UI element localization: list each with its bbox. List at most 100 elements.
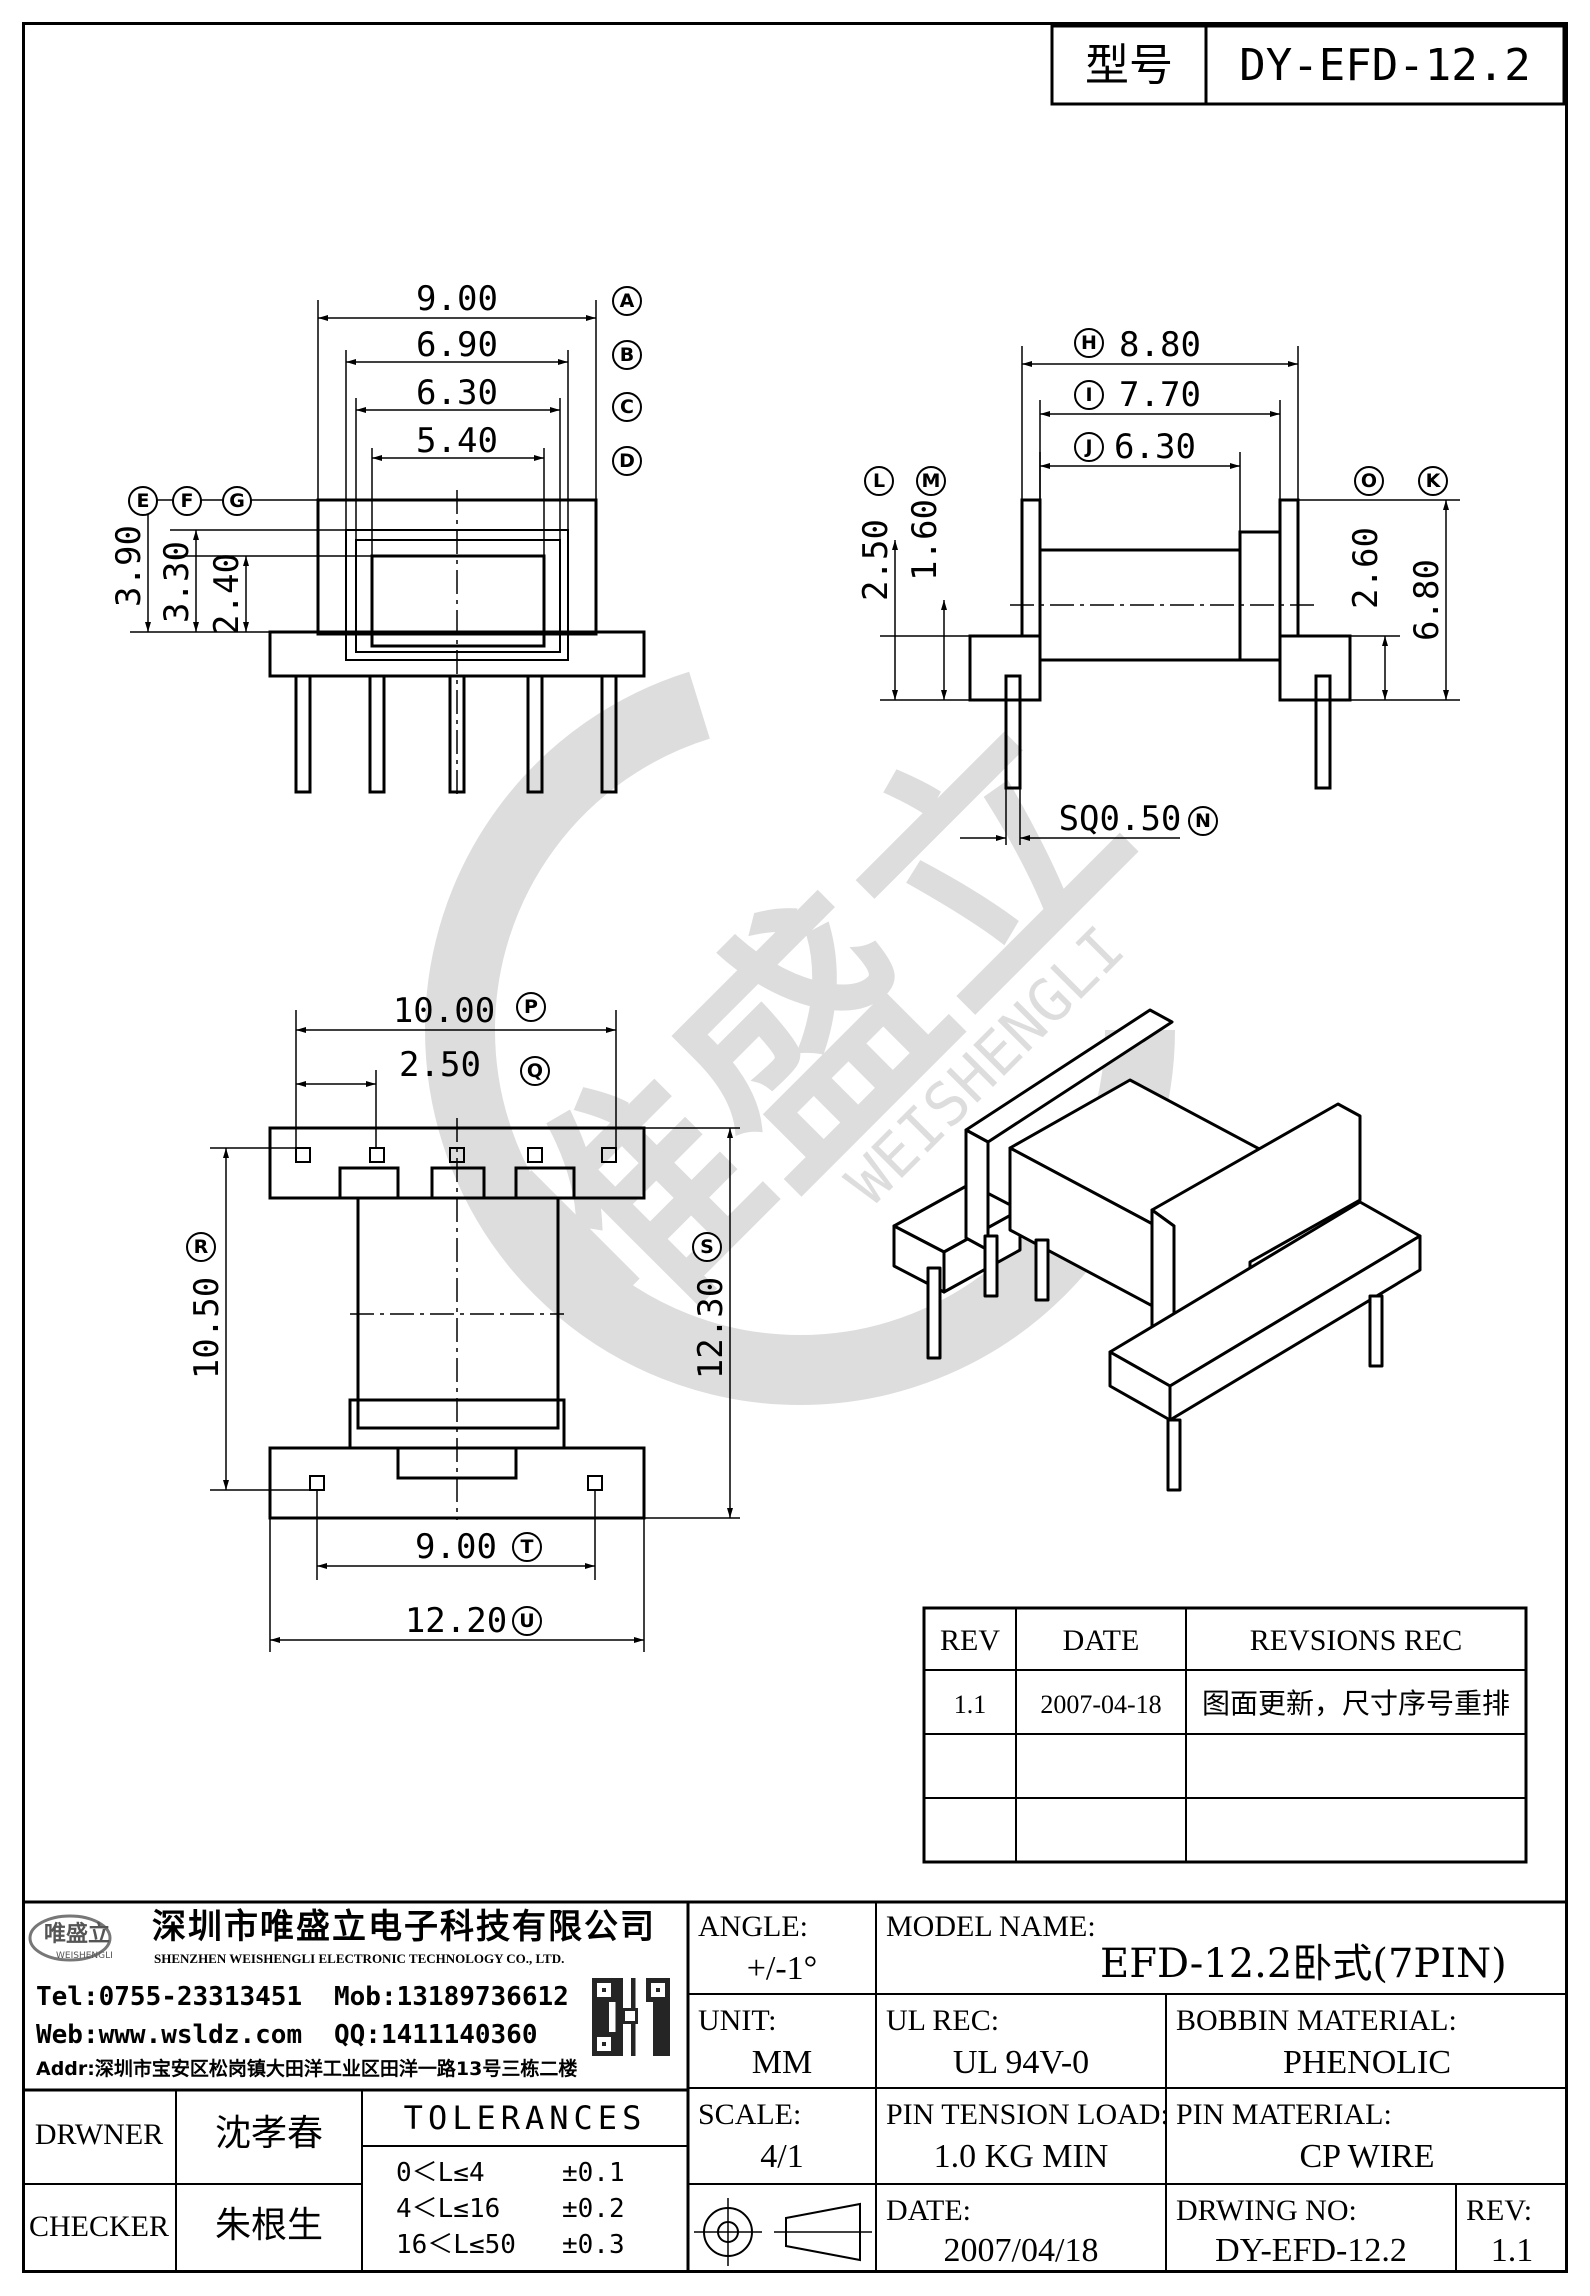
pin-tension-label: PIN TENSION LOAD: <box>886 2098 1169 2131</box>
rev-row1-rec: 图面更新，尺寸序号重排 <box>1201 1687 1510 1720</box>
ul-rec-value: UL 94V-0 <box>952 2044 1090 2081</box>
model-box: 型号 DY-EFD-12.2 <box>1050 24 1566 106</box>
dim-I-value: 7.70 <box>1119 375 1201 415</box>
rev-header-date: DATE <box>1062 1624 1140 1657</box>
company-name-cn: 深圳市唯盛立电子科技有限公司 <box>152 1907 656 1947</box>
tolerances-title: TOLERANCES <box>403 2099 647 2137</box>
drawing-frame <box>22 22 1568 2273</box>
scale-label: SCALE: <box>698 2098 802 2131</box>
bubble-G: G <box>222 486 252 516</box>
dim-R-value: 10.50 <box>187 1277 227 1379</box>
rev-label: REV: <box>1466 2194 1533 2227</box>
bubble-B: B <box>612 340 642 370</box>
bubble-J: J <box>1074 432 1104 462</box>
tol-row3-value: ±0.3 <box>562 2230 625 2260</box>
bubble-C: C <box>612 392 642 422</box>
company-logo <box>28 1914 112 1962</box>
isometric-view <box>892 1008 1422 1492</box>
tol-row1-value: ±0.1 <box>562 2158 625 2188</box>
pin-material-label: PIN MATERIAL: <box>1176 2098 1392 2131</box>
drawing-no-label: DRWING NO: <box>1176 2194 1357 2227</box>
front-view-dim-text: 9.00 6.90 6.30 5.40 3.90 3.30 2.40 <box>109 279 498 635</box>
model-name-label: MODEL NAME: <box>886 1910 1096 1943</box>
bubble-O: O <box>1354 466 1384 496</box>
pin-material-value: CP WIRE <box>1299 2138 1435 2175</box>
watermark: 唯盛立 WEISHENGLI <box>425 655 1178 1408</box>
side-view-dimensions <box>880 346 1460 845</box>
title-block-grid <box>22 1900 1568 2273</box>
bubble-A: A <box>612 286 642 316</box>
bubble-S: S <box>692 1232 722 1262</box>
dim-B-value: 6.90 <box>416 325 498 365</box>
company-name-en: SHENZHEN WEISHENGLI ELECTRONIC TECHNOLOG… <box>154 1951 565 1966</box>
bubble-P: P <box>516 992 546 1022</box>
bubble-I: I <box>1074 380 1104 410</box>
dim-D-value: 5.40 <box>416 421 498 461</box>
drawer-name: 沈孝春 <box>214 2113 323 2154</box>
scale-value: 4/1 <box>760 2138 804 2175</box>
company-web: Web:www.wsldz.com <box>36 2020 303 2050</box>
dim-C-value: 6.30 <box>416 373 498 413</box>
bubble-M: M <box>916 466 946 496</box>
rev-header-rev: REV <box>940 1624 1000 1657</box>
bubble-N: N <box>1188 806 1218 836</box>
dim-F-value: 3.30 <box>157 541 197 623</box>
dim-T-value: 9.00 <box>415 1527 497 1567</box>
dim-O-value: 2.60 <box>1346 527 1386 609</box>
bubble-U: U <box>512 1606 542 1636</box>
top-view-dim-text: 10.00 2.50 10.50 12.30 9.00 12.20 <box>187 991 731 1641</box>
dim-E-value: 3.90 <box>109 525 149 607</box>
tol-row3-range: 16＜L≤50 <box>396 2230 516 2260</box>
bubble-T: T <box>512 1532 542 1562</box>
company-tel: Tel:0755-23313451 <box>36 1982 303 2012</box>
bobbin-material-value: PHENOLIC <box>1282 2044 1452 2081</box>
unit-value: MM <box>751 2044 813 2081</box>
bubble-E: E <box>128 486 158 516</box>
pin-tension-value: 1.0 KG MIN <box>933 2138 1109 2175</box>
qr-code-icon <box>592 1978 670 2056</box>
dim-G-value: 2.40 <box>207 553 247 635</box>
top-view-dimensions <box>210 1010 740 1652</box>
dim-S-value: 12.30 <box>691 1277 731 1379</box>
rev-header-rec: REVSIONS REC <box>1249 1624 1463 1657</box>
dim-Q-value: 2.50 <box>399 1045 481 1085</box>
side-view <box>968 498 1352 790</box>
bubble-L: L <box>864 466 894 496</box>
top-view <box>268 1118 646 1520</box>
dim-U-value: 12.20 <box>405 1601 507 1641</box>
bubble-D: D <box>612 446 642 476</box>
ul-rec-label: UL REC: <box>886 2004 1000 2037</box>
rev-row1-date: 2007-04-18 <box>1040 1690 1162 1719</box>
checker-name: 朱根生 <box>214 2205 323 2246</box>
tol-row2-value: ±0.2 <box>562 2194 625 2224</box>
bobbin-material-label: BOBBIN MATERIAL: <box>1176 2004 1457 2037</box>
dim-N-value: SQ0.50 <box>1059 799 1182 839</box>
dim-M-value: 1.60 <box>905 499 945 581</box>
tol-row2-range: 4＜L≤16 <box>396 2194 501 2224</box>
tol-row1-range: 0＜L≤4 <box>396 2158 485 2188</box>
date-label: DATE: <box>886 2194 971 2227</box>
model-box-label: 型号 <box>1085 40 1173 91</box>
drawer-label: DRWNER <box>34 2118 164 2151</box>
angle-label: ANGLE: <box>698 1910 808 1943</box>
bubble-F: F <box>172 486 202 516</box>
dim-P-value: 10.00 <box>393 991 495 1031</box>
rev-row1-rev: 1.1 <box>953 1690 987 1719</box>
model-name-value: EFD-12.2卧式(7PIN) <box>1100 1941 1507 1987</box>
company-logo-sub: WEISHENGLI <box>56 1951 113 1961</box>
bubble-R: R <box>186 1232 216 1262</box>
date-value: 2007/04/18 <box>943 2232 1099 2269</box>
unit-label: UNIT: <box>698 2004 777 2037</box>
dim-H-value: 8.80 <box>1119 325 1201 365</box>
company-qq: QQ:1411140360 <box>334 2020 538 2050</box>
rev-value: 1.1 <box>1490 2232 1534 2269</box>
dim-K-value: 6.80 <box>1407 559 1447 641</box>
checker-label: CHECKER <box>28 2210 169 2243</box>
drawing-no-value: DY-EFD-12.2 <box>1215 2232 1407 2269</box>
bubble-K: K <box>1418 466 1448 496</box>
bubble-H: H <box>1074 328 1104 358</box>
company-logo-text: 唯盛立 <box>44 1922 111 1947</box>
bubble-Q: Q <box>520 1056 550 1086</box>
dim-A-value: 9.00 <box>416 279 498 319</box>
